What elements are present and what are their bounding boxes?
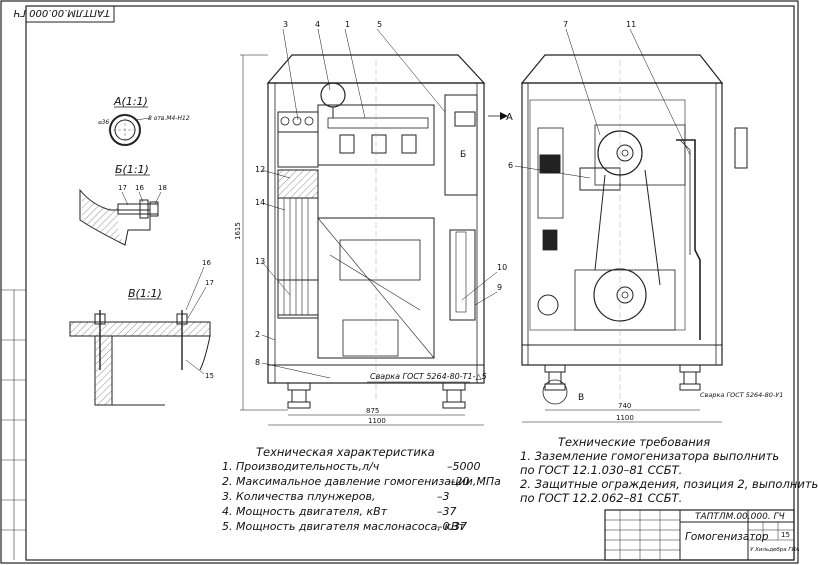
section-a: А(1:1) ⌀36 8 отв.М4-Н12: [98, 95, 190, 147]
side-callouts: 7 11 6 10 9 В: [497, 20, 636, 403]
section-v-callout-15: 15: [205, 372, 214, 380]
spec-item-3-value: –3: [437, 490, 450, 503]
top-code-box: ТАПТЛМ.00.000 ГЧ: [13, 5, 115, 23]
callout-4: 4: [315, 20, 320, 29]
weld-note-front: Сварка ГОСТ 5264-80-Т1-△5: [370, 372, 487, 381]
top-drawing-code: ТАПТЛМ.00.000 ГЧ: [13, 7, 110, 18]
dim-front-outer: 1100: [368, 417, 386, 425]
requirement-line-1: 1. Заземление гомогенизатора выполнить: [520, 449, 780, 463]
spec-item-4-label: 4. Мощность двигателя, кВт: [222, 505, 388, 518]
front-dimensions: 1615 875 1100: [234, 54, 484, 426]
callout-7: 7: [563, 20, 568, 29]
callout-3: 3: [283, 20, 288, 29]
title-block-code: ТАПТЛМ.00.000. ГЧ: [695, 512, 785, 522]
drawing-sheet: ТАПТЛМ.00.000 ГЧ А(1:1) ⌀36 8 отв.М4-Н12…: [0, 0, 800, 564]
spec-item-5-value: –0.37: [437, 520, 467, 533]
section-b-callout-18: 18: [158, 184, 167, 192]
section-b-callout-17: 17: [118, 184, 127, 192]
spec-item-3-label: 3. Количества плунжеров,: [222, 490, 376, 503]
weld-note-side: Сварка ГОСТ 5264-80-У1: [700, 391, 783, 399]
title-block-org: У Хильдебра ГИА: [750, 547, 800, 553]
callout-11: 11: [626, 20, 636, 29]
spec-title: Техническая характеристика: [256, 445, 435, 459]
callout-1: 1: [345, 20, 350, 29]
callout-2: 2: [255, 330, 260, 339]
arrow-a-label: А: [506, 112, 513, 123]
callout-v-letter: В: [578, 393, 584, 403]
front-leaders: [261, 28, 446, 379]
callout-14: 14: [255, 198, 265, 207]
front-view: [266, 54, 486, 409]
section-v: В(1:1) 16 17 15: [69, 259, 214, 406]
section-a-label: А(1:1): [113, 95, 148, 108]
section-b-callout-16: 16: [135, 184, 144, 192]
section-a-holes: 8 отв.М4-Н12: [148, 115, 190, 122]
callout-13: 13: [255, 257, 265, 266]
callout-5: 5: [377, 20, 382, 29]
requirement-line-2: по ГОСТ 12.1.030–81 ССБТ.: [520, 463, 683, 477]
spec-item-4-value: –37: [437, 505, 457, 518]
title-block: [604, 509, 795, 561]
left-strip: [1, 289, 26, 560]
title-block-name: Гомогенизатор: [685, 531, 769, 543]
section-b-label: Б(1:1): [115, 163, 149, 176]
section-a-diameter: ⌀36: [98, 119, 109, 126]
callout-9: 9: [497, 283, 502, 292]
spec-item-2-value: –20: [450, 475, 470, 488]
side-view: [520, 54, 748, 405]
spec-item-1-label: 1. Производительность,л/ч: [222, 460, 380, 473]
dim-side-inner: 740: [618, 402, 631, 410]
dim-height: 1615: [234, 222, 242, 240]
requirement-line-3: 2. Защитные ограждения, позиция 2, выпол…: [520, 477, 818, 491]
side-dimensions: 740 1100: [522, 402, 722, 423]
section-v-label: В(1:1): [128, 287, 162, 300]
dim-side-outer: 1100: [616, 414, 634, 422]
callout-12: 12: [255, 165, 265, 174]
callout-6: 6: [508, 161, 513, 170]
callout-b-letter: Б: [460, 150, 466, 160]
callout-8: 8: [255, 358, 260, 367]
requirement-line-4: по ГОСТ 12.2.062–81 ССБТ.: [520, 491, 683, 505]
section-v-callout-16: 16: [202, 259, 211, 267]
side-leaders: [461, 28, 691, 306]
spec-item-2-label: 2. Максимальное давление гомогенизации,М…: [222, 475, 501, 488]
title-block-sheet: 15: [781, 531, 790, 539]
inner-frame: [25, 5, 795, 561]
callout-10: 10: [497, 263, 507, 272]
spec-item-1-value: –5000: [447, 460, 481, 473]
dim-front-inner: 875: [366, 407, 379, 415]
section-v-callout-17: 17: [205, 279, 214, 287]
section-b: Б(1:1) 17 16 18: [79, 163, 167, 246]
requirements-title: Технические требования: [558, 435, 711, 449]
front-callouts: 3 4 1 5 12 14 13 2 8 Б: [255, 20, 466, 367]
spec-item-5-label: 5. Мощность двигателя маслонасоса, кВт: [222, 520, 465, 533]
section-arrow-a: А: [488, 112, 513, 123]
